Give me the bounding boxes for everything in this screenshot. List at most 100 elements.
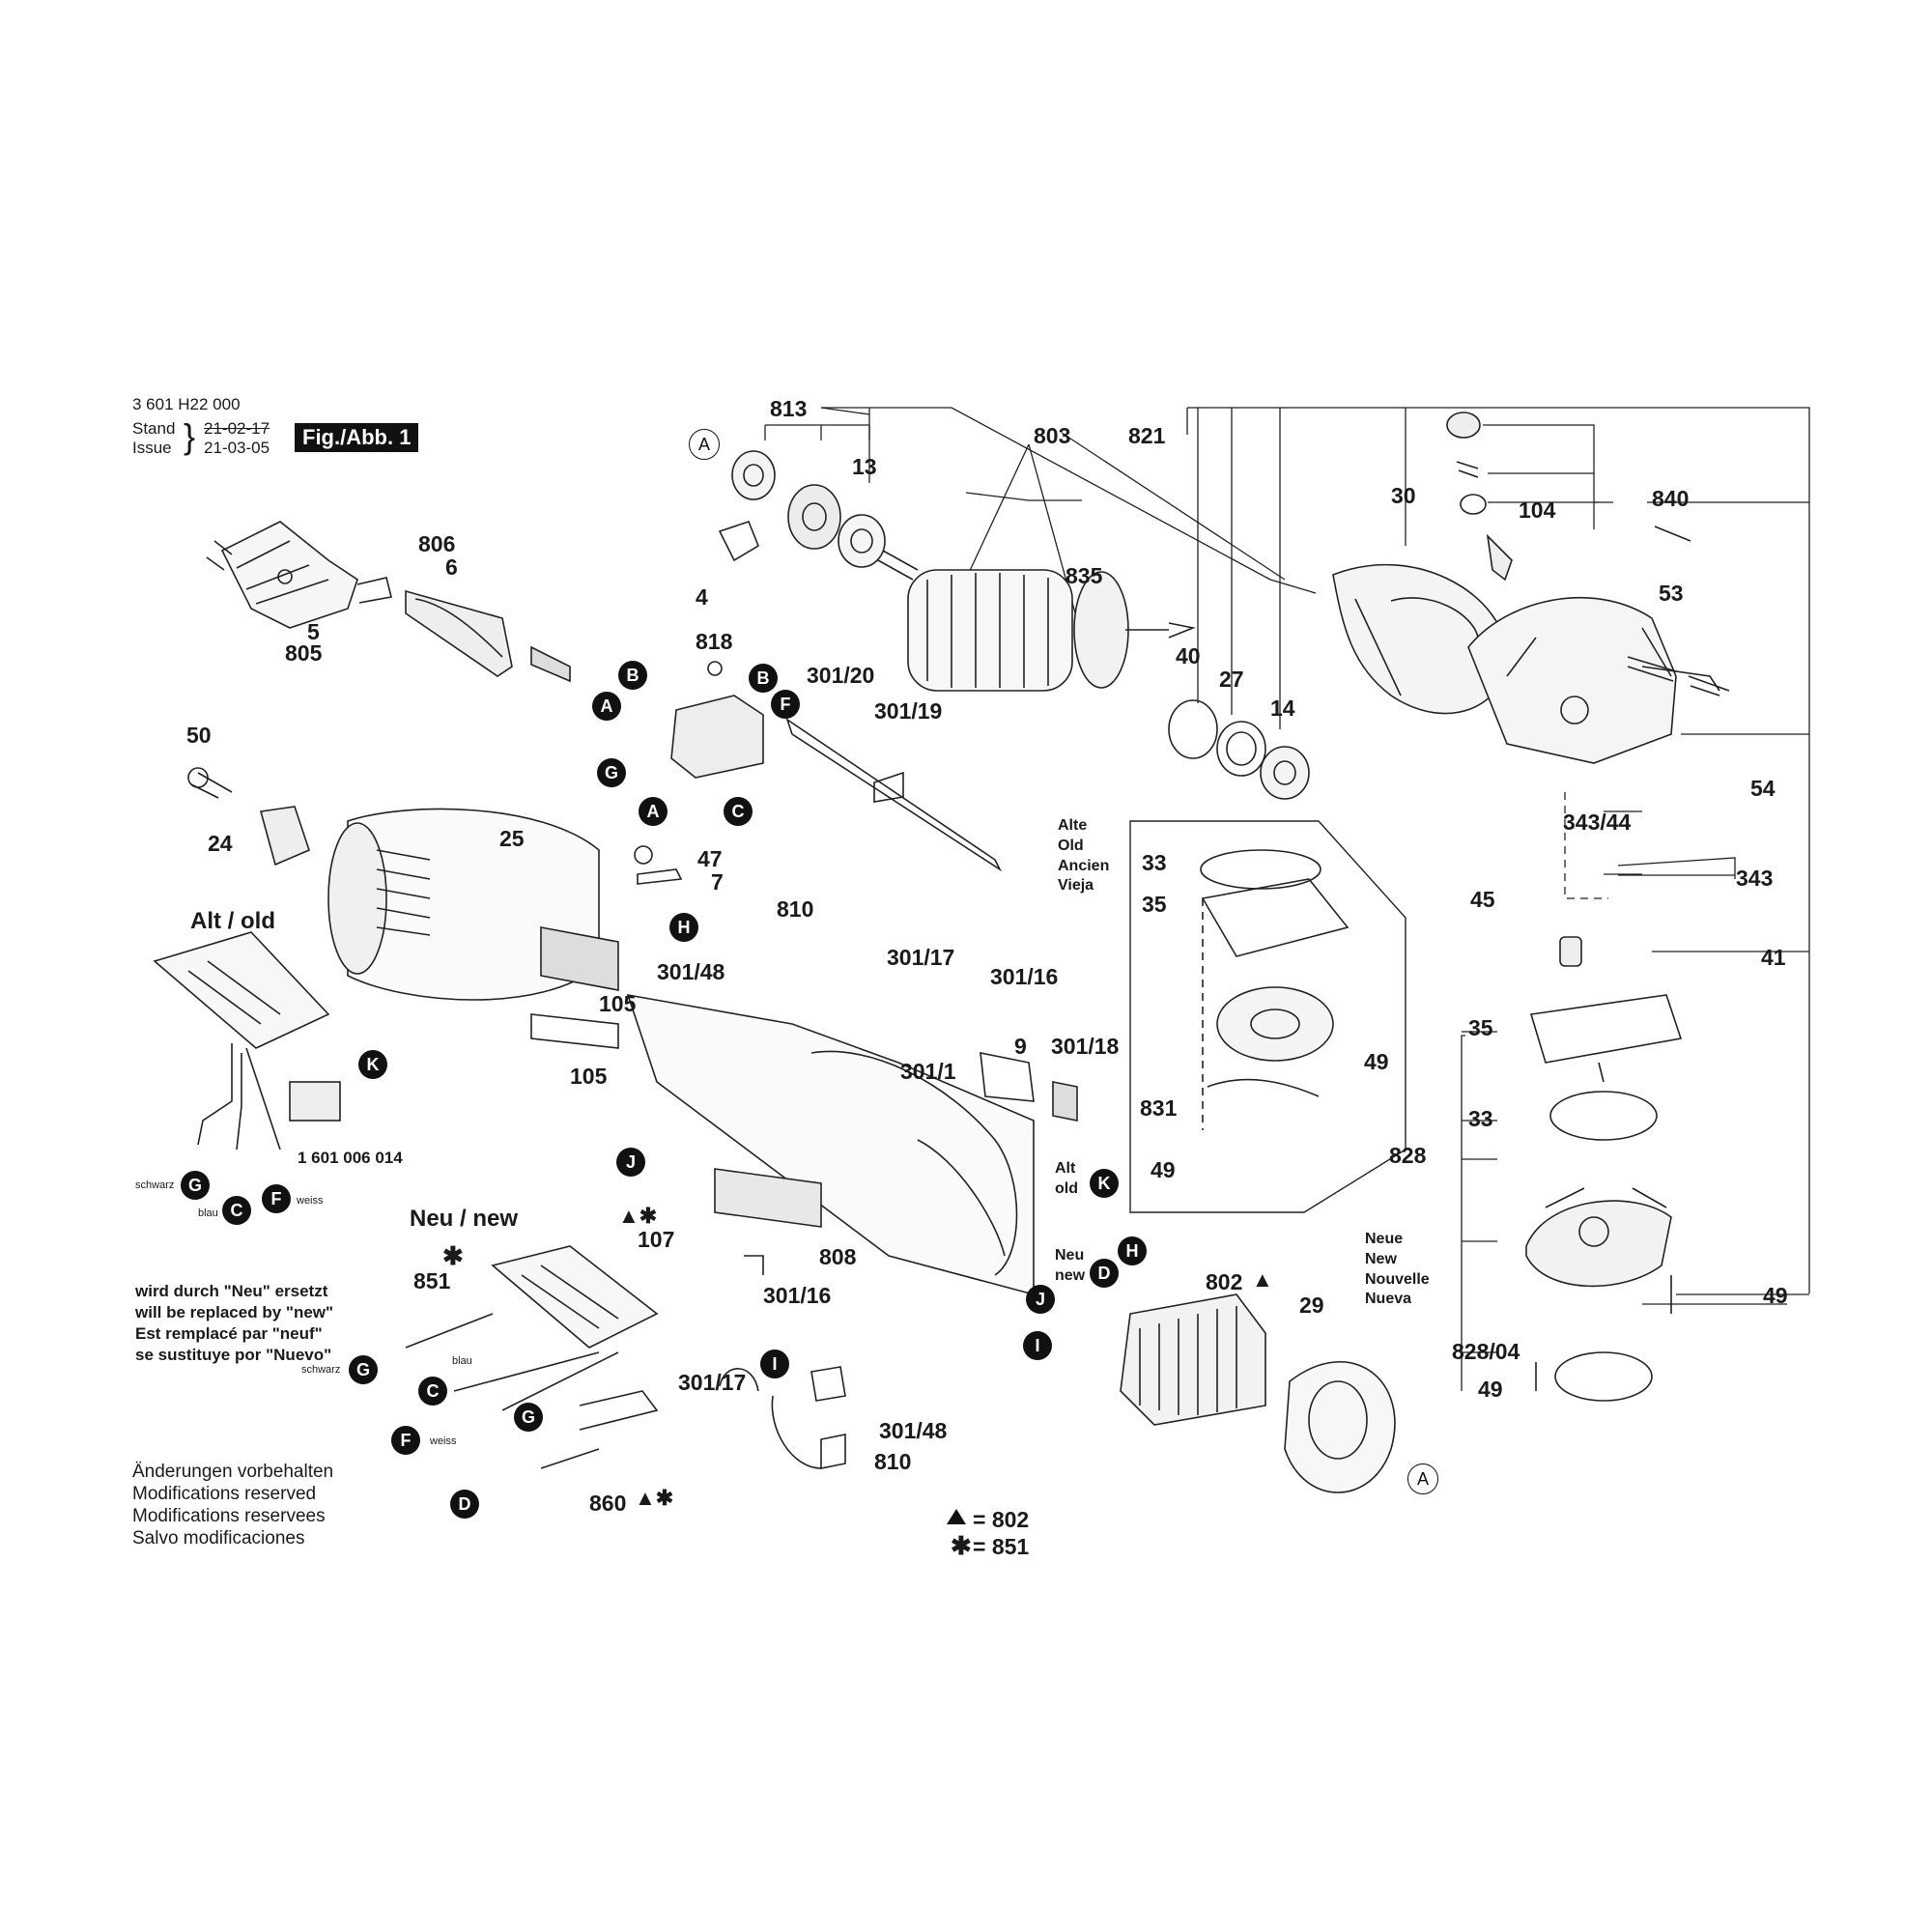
part-label-301-20: 301/20 [807,663,875,688]
motor-housing [327,808,619,1049]
part-label-29: 29 [1299,1293,1324,1318]
connector-a-bottom: A [1407,1463,1438,1494]
part-label-30: 30 [1391,483,1416,508]
connector-d-2: I [760,1350,789,1378]
connector-h-1: H [669,913,698,942]
connector-k-2: K [1090,1169,1119,1198]
part-label-343: 343 [1736,866,1774,891]
switch-assembly [670,661,1003,872]
part-label-860: 860 [589,1491,627,1516]
part-label-343-44: 343/44 [1563,810,1632,835]
modifications-note-line-3: Modifications reservees [132,1506,326,1526]
part-label-14: 14 [1270,696,1295,721]
legend-glyphs [947,1509,966,1524]
part-label-835: 835 [1065,563,1103,588]
wire-color-blau-new: blau [452,1355,472,1367]
connector-f-old: G [181,1171,210,1200]
part-label-805: 805 [285,640,323,666]
part-label-821: 821 [1128,423,1166,448]
alte-line-2: Old [1058,837,1084,854]
tool-housing [626,993,1078,1296]
stand-date: 21-02-17 [204,419,270,438]
wire-color-blau-old: blau [198,1208,218,1219]
neu-small-block: Neu new [1055,1246,1085,1287]
alt-small-block: Alt old [1055,1159,1078,1200]
part-label-49-old: 49 [1364,1049,1389,1074]
part-label-301-1: 301/1 [900,1059,956,1084]
connector-i-1: F [771,690,800,719]
triangle-marker-802: ▲ [1252,1267,1273,1292]
old-flange-group [1129,820,1406,1213]
modifications-note-line-4: Salvo modificaciones [132,1528,305,1548]
connector-a-top: A [689,429,720,460]
triangle-star-marker-860: ▲✱ [635,1486,674,1510]
part-label-813: 813 [770,396,808,421]
connector-j-2: J [1026,1285,1055,1314]
neue-line-1: Neue [1365,1231,1404,1247]
legend-star-value: = 851 [973,1534,1030,1559]
part-label-105-upper: 105 [599,991,637,1016]
connector-k-1: K [358,1050,387,1079]
part-label-13: 13 [852,454,877,479]
neu-small-2: new [1055,1266,1086,1284]
modifications-note-line-1: Änderungen vorbehalten [132,1462,334,1482]
part-label-7: 7 [711,869,724,895]
alte-old-block: Alte Old Ancien Vieja [1058,816,1109,896]
bearings [718,450,1310,800]
legend-star-symbol: ✱ [951,1531,972,1560]
part-label-49-old-lower: 49 [1151,1157,1176,1182]
connector-g-new: D [450,1490,479,1519]
legend-triangle-value: = 802 [973,1507,1030,1532]
part-label-803: 803 [1034,423,1071,448]
neu-new-assembly [405,1245,659,1469]
replacement-note-line-2: will be replaced by "new" [135,1303,334,1321]
part-label-104: 104 [1519,497,1556,523]
part-label-840: 840 [1652,486,1690,511]
field-coil [1120,1293,1396,1493]
part-label-105-lower: 105 [570,1064,608,1089]
carbon-brush-parts [719,1255,846,1469]
part-label-25: 25 [499,826,525,851]
figure-label: Fig./Abb. 1 [295,423,419,452]
part-label-301-18: 301/18 [1051,1034,1120,1059]
part-label-828-04: 828/04 [1452,1339,1520,1364]
neue-line-2: New [1365,1250,1397,1267]
part-label-301-16-lower: 301/16 [763,1283,832,1308]
wire-color-schwarz-old: schwarz [135,1179,175,1191]
part-label-818: 818 [696,629,733,654]
part-label-49-right: 49 [1763,1283,1788,1308]
part-label-802: 802 [1206,1269,1243,1294]
part-label-301-17-lower: 301/17 [678,1370,747,1395]
armature [868,545,1196,692]
part-label-810-lower: 810 [874,1449,912,1474]
replacement-note: wird durch "Neu" ersetzt will be replace… [135,1281,333,1366]
neu-small-1: Neu [1055,1247,1085,1264]
part-label-808: 808 [819,1244,857,1269]
neue-line-3: Nouvelle [1365,1270,1430,1288]
wire-color-weiss-new: weiss [430,1435,457,1447]
replacement-note-line-4: se sustituye por "Nuevo" [135,1346,332,1364]
part-label-24: 24 [208,831,233,856]
brace-symbol: } [184,416,196,456]
part-label-33: 33 [1468,1106,1493,1131]
connector-a-2: A [639,797,668,826]
connector-j-1: J [616,1148,645,1177]
part-label-6: 6 [445,554,458,580]
connector-d-1: I [1023,1331,1052,1360]
connector-f-1: G [597,758,626,787]
alte-line-3: Ancien [1058,857,1110,874]
part-label-806: 806 [418,531,456,556]
connector-h-2: H [1118,1236,1147,1265]
part-label-41: 41 [1761,945,1786,970]
triangle-star-marker-107: ▲✱ [618,1204,658,1228]
part-label-810: 810 [777,896,814,922]
connector-c-1: C [724,797,753,826]
part-label-49-bottom: 49 [1478,1377,1503,1402]
alte-line-4: Vieja [1058,877,1094,895]
neu-new-label: Neu / new [410,1206,519,1232]
connector-f-new-2: G [514,1403,543,1432]
connector-c-old: C [222,1196,251,1225]
part-label-851: 851 [413,1268,451,1293]
